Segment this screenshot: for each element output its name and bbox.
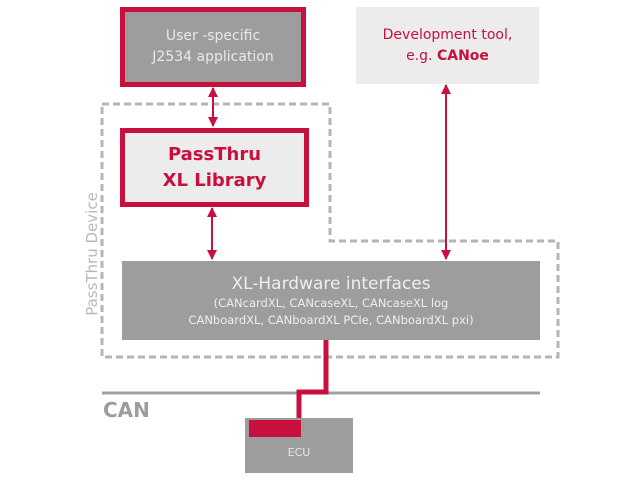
user-application-box: User -specific J2534 application: [120, 7, 306, 87]
dev-tool-product: CANoe: [436, 47, 489, 64]
passthru-line1: PassThru: [167, 143, 262, 165]
dev-tool-prefix: e.g.: [406, 47, 437, 64]
ecu-box: ECU: [245, 418, 353, 473]
xl-hardware-box: XL-Hardware interfaces (CANcardXL, CANca…: [122, 261, 540, 340]
passthru-line2: XL Library: [162, 169, 267, 191]
dev-tool-line1: Development tool,: [382, 26, 513, 43]
can-bus-label: CAN: [103, 398, 150, 422]
passthru-device-label: PassThru Device: [83, 192, 101, 316]
user-app-line1: User -specific: [165, 28, 261, 44]
ecu-label: ECU: [287, 446, 311, 459]
development-tool-box: Development tool, e.g. CANoe: [356, 7, 539, 84]
xl-hardware-list-line1: (CANcardXL, CANcaseXL, CANcaseXL log: [213, 295, 449, 310]
user-app-line2: J2534 application: [152, 49, 274, 65]
passthru-library-box: PassThru XL Library: [120, 128, 309, 207]
xl-hardware-title: XL-Hardware interfaces: [231, 273, 431, 294]
dev-tool-line2: e.g. CANoe: [406, 46, 489, 67]
xl-hardware-list-line2: CANboardXL, CANboardXL PCIe, CANboardXL …: [188, 312, 474, 327]
